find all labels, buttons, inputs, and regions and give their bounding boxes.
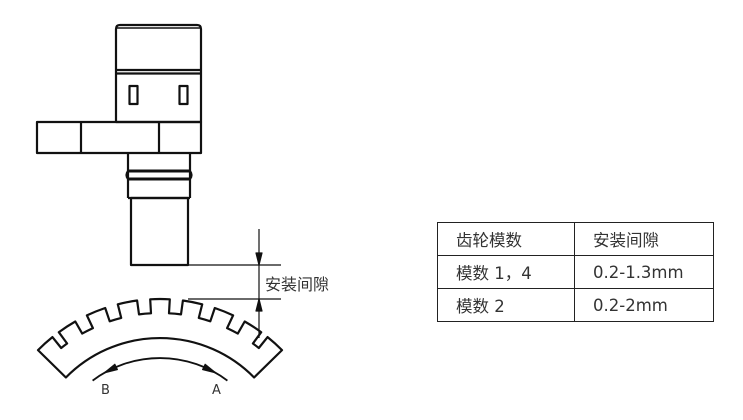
table-header-row: 齿轮模数 安装间隙: [437, 222, 714, 256]
cell-gap: 0.2-2mm: [574, 288, 714, 322]
gap-spec-table: 齿轮模数 安装间隙 模数 1，4 0.2-1.3mm 模数 2 0.2-2mm: [437, 222, 714, 322]
connector-slot-right: [178, 84, 189, 106]
cell-gap: 0.2-1.3mm: [574, 255, 714, 289]
table-row: 模数 1，4 0.2-1.3mm: [437, 255, 714, 289]
gear-segment: [36, 297, 284, 379]
cell-module: 模数 2: [437, 288, 575, 322]
mounting-flange: [35, 120, 203, 155]
gap-label: 安装间隙: [265, 275, 330, 294]
cell-module: 模数 1，4: [437, 255, 575, 289]
table-row: 模数 2 0.2-2mm: [437, 288, 714, 322]
arrow-head-b: [103, 363, 118, 374]
header-install-gap: 安装间隙: [574, 222, 714, 256]
gap-dimension: [188, 229, 281, 338]
rotation-label-b: B: [101, 383, 110, 398]
sensor-neck: [125, 153, 193, 200]
sensor-probe: [129, 196, 190, 267]
arrow-head-a: [202, 363, 217, 374]
rotation-label-a: A: [212, 383, 221, 398]
sensor-head: [114, 23, 203, 124]
header-gear-module: 齿轮模数: [437, 222, 575, 256]
connector-slot-left: [128, 84, 139, 106]
